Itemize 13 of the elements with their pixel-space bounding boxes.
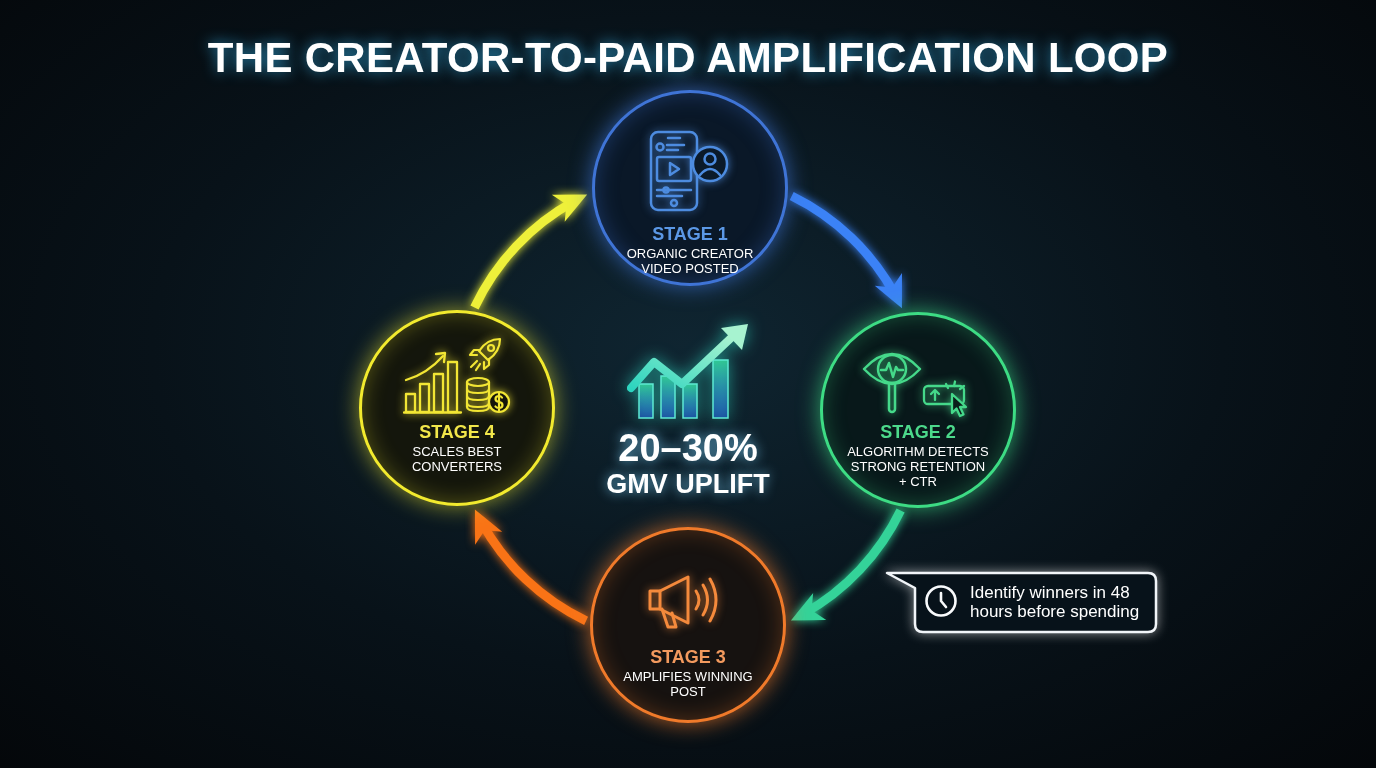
speech-bubble: [884, 569, 1159, 635]
stage-heading: STAGE 2: [880, 422, 956, 442]
stage-description: AMPLIFIES WINNING POST: [622, 669, 754, 699]
stage-description: SCALES BEST CONVERTERS: [410, 444, 504, 474]
percentage-stat: 20–30%: [618, 428, 758, 468]
stage-description: ORGANIC CREATOR VIDEO POSTED: [625, 246, 755, 276]
stage-heading: STAGE 3: [650, 647, 726, 667]
stat-caption: GMV UPLIFT: [606, 469, 770, 499]
title: THE CREATOR-TO-PAID AMPLIFICATION LOOP: [207, 34, 1169, 82]
stage-heading: STAGE 1: [652, 224, 728, 244]
callout-text: Identify winners in 48 hours before spending: [970, 583, 1141, 621]
stage-heading: STAGE 4: [419, 422, 495, 442]
stage-description: ALGORITHM DETECTS STRONG RETENTION + CTR: [846, 444, 990, 489]
